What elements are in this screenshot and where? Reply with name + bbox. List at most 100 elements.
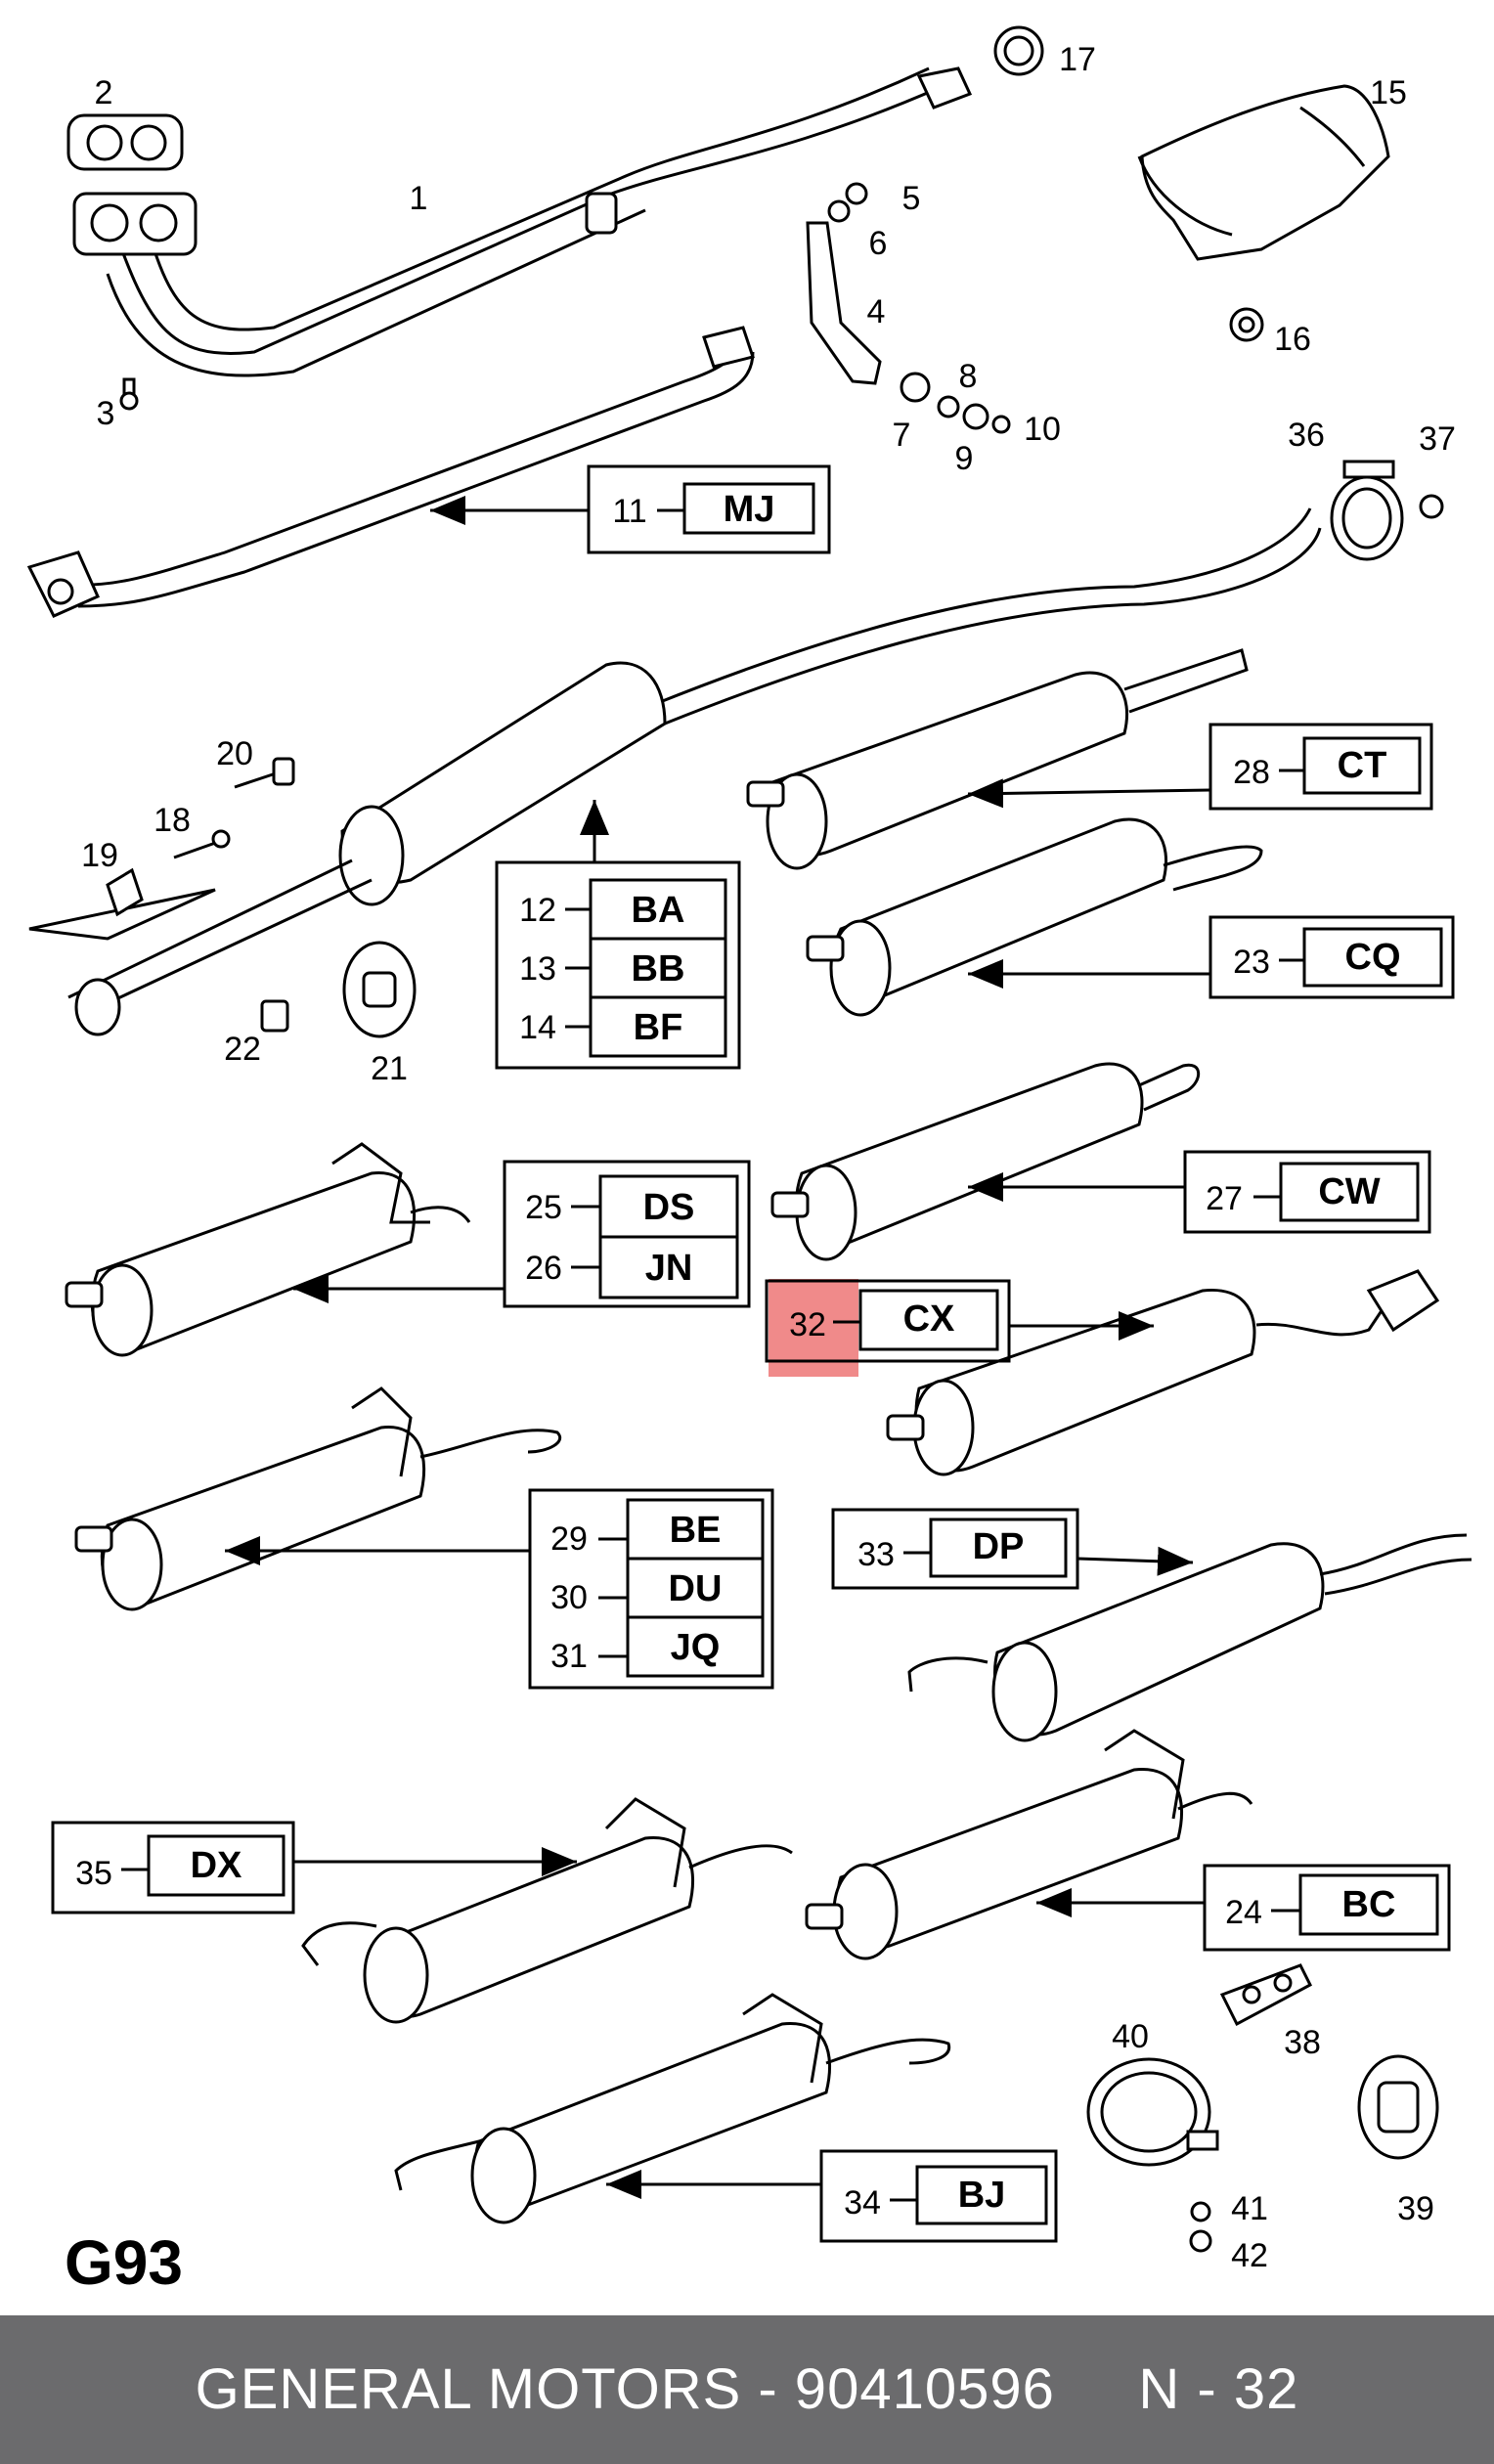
rear-muffler-23 [806,817,1263,1017]
bracket-part-4 [806,182,882,385]
gasket-part [66,113,184,171]
code-box-25-code: DS [643,1187,695,1228]
footer-bar: GENERAL MOTORS - 90410596 N - 32 [0,2315,1494,2464]
callout-6: 6 [869,225,888,262]
nut-part-37 [1419,494,1444,519]
rear-muffler-24 [805,1729,1253,1960]
rear-muffler-27 [770,1062,1201,1261]
center-muffler-part [28,507,1322,1036]
callout-39: 39 [1397,2190,1434,2227]
rear-muffler-34 [394,1993,951,2224]
code-box-33-number: 33 [857,1536,895,1573]
callout-1: 1 [410,180,428,217]
callout-22: 22 [224,1031,261,1068]
bolt-part-3 [119,377,139,411]
callout-7: 7 [893,417,911,454]
callout-18: 18 [154,802,191,839]
callout-16: 16 [1274,321,1311,358]
callout-3: 3 [97,395,115,432]
code-box-11-code: MJ [724,489,775,530]
bolt-part-20 [234,757,295,789]
rear-muffler-28 [746,648,1249,870]
code-box-35-number: 35 [75,1855,112,1892]
code-box-24-number: 24 [1225,1894,1262,1931]
callout-10: 10 [1024,411,1061,448]
nut-part-16 [1229,307,1264,342]
rear-muffler-35 [301,1797,793,2024]
rear-muffler-25-26 [65,1142,471,1357]
code-box-32-code: CX [903,1298,955,1340]
code-box-31-code: JQ [671,1627,721,1668]
callout-8: 8 [959,358,978,395]
callout-21: 21 [371,1050,408,1087]
exhaust-parts-diagram: 2 1 3 17 15 5 6 4 16 8 7 9 10 36 37 20 1… [26,25,1472,2298]
callout-5: 5 [902,180,921,217]
bolt-part-18 [173,829,231,859]
intermediate-pipe-part [26,326,755,618]
callout-15: 15 [1370,74,1407,111]
bolt-part-41 [1190,2201,1211,2222]
code-box-26-code: JN [645,1248,693,1289]
seal-ring-part-17 [993,25,1044,76]
code-box-24-code: BC [1342,1884,1396,1925]
callout-20: 20 [216,735,253,772]
code-box-27-number: 27 [1206,1180,1243,1217]
code-box-13-number: 13 [519,950,556,988]
callout-41: 41 [1231,2190,1268,2227]
callout-9: 9 [955,440,974,477]
heat-shield-part-15 [1137,84,1390,261]
code-box-29-31: 29 BE 30 DU 31 JQ [225,1488,774,1690]
code-box-35-code: DX [191,1845,242,1886]
code-box-27-code: CW [1318,1171,1380,1212]
spring-part-19 [106,867,144,917]
code-box-34-code: BJ [958,2175,1006,2216]
callout-36: 36 [1288,417,1325,454]
rear-muffler-29-31 [74,1386,561,1611]
code-box-35: 35 DX [51,1821,577,1914]
code-box-25-26: 25 DS 26 JN [293,1160,751,1308]
code-box-27: 27 CW [968,1150,1431,1234]
footer-text: GENERAL MOTORS - 90410596 N - 32 [195,2357,1299,2421]
code-box-26-number: 26 [525,1250,562,1287]
clamp-part-36 [1330,460,1404,561]
diagram-label: G93 [65,2227,183,2298]
code-box-32-number: 32 [789,1306,826,1343]
code-box-33: 33 DP [831,1508,1194,1590]
code-box-29-number: 29 [550,1520,588,1558]
code-box-29-code: BE [670,1510,722,1551]
code-box-28-number: 28 [1233,754,1270,791]
code-box-23: 23 CQ [968,915,1455,999]
code-box-30-number: 30 [550,1579,588,1616]
rear-muffler-32 [886,1269,1440,1476]
code-box-14-code: BF [634,1007,683,1048]
code-box-28: 28 CT [967,723,1433,811]
callout-38: 38 [1284,2024,1321,2061]
callout-40: 40 [1112,2018,1149,2055]
rubber-mount-part-39 [1357,2054,1439,2160]
code-box-32: 32 CX [765,1279,1154,1377]
code-box-34-number: 34 [844,2184,881,2222]
code-box-12-code: BA [632,890,685,931]
code-box-12-number: 12 [519,892,556,929]
callout-37: 37 [1419,420,1456,458]
code-box-33-code: DP [973,1526,1025,1567]
code-box-13-code: BB [632,948,685,990]
clip-part-22 [260,999,289,1033]
code-box-25-number: 25 [525,1189,562,1226]
code-box-31-number: 31 [550,1638,588,1675]
code-box-12-14: 12 BA 13 BB 14 BF [495,800,741,1070]
clamp-part-40 [1086,2057,1219,2167]
code-box-24: 24 BC [1036,1864,1451,1952]
code-box-23-code: CQ [1345,937,1401,978]
code-box-28-code: CT [1338,745,1387,786]
callout-19: 19 [81,837,118,874]
code-box-14-number: 14 [519,1009,556,1046]
callout-42: 42 [1231,2237,1268,2274]
front-pipe-part [72,66,973,377]
mounting-parts-7-10 [900,372,1011,434]
rubber-mount-part-21 [342,941,417,1038]
callout-4: 4 [867,293,886,330]
code-box-34: 34 BJ [606,2149,1058,2243]
code-box-11: 11 MJ [430,464,831,554]
code-box-11-number: 11 [612,493,646,530]
